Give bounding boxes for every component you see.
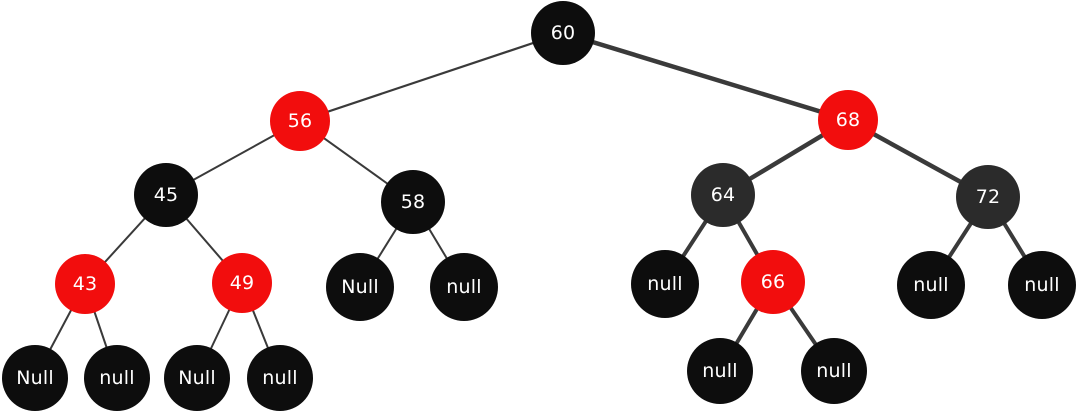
tree-node-label: Null [178,366,216,389]
tree-node-label: null [262,366,298,389]
tree-node-label: 60 [550,21,576,44]
tree-node-label: null [647,272,683,295]
tree-node-label: 68 [835,108,861,131]
tree-node-label: 64 [710,183,736,206]
tree-node-null[interactable]: null [687,338,753,404]
tree-node-null[interactable]: null [84,345,150,411]
tree-node-49[interactable]: 49 [212,253,272,313]
tree-node-label: 58 [400,190,426,213]
tree-node-56[interactable]: 56 [270,91,330,151]
tree-node-null[interactable]: null [631,250,699,318]
tree-node-label: Null [16,366,54,389]
tree-node-58[interactable]: 58 [381,170,445,234]
tree-node-label: 49 [229,271,255,294]
tree-node-label: null [913,273,949,296]
tree-node-label: null [816,359,852,382]
tree-node-label: 72 [975,185,1001,208]
tree-node-label: 43 [72,272,98,295]
tree-node-43[interactable]: 43 [55,254,115,314]
tree-node-68[interactable]: 68 [818,90,878,150]
tree-node-null[interactable]: Null [2,345,68,411]
tree-node-label: 45 [153,183,179,206]
tree-node-60[interactable]: 60 [531,1,595,65]
tree-node-null[interactable]: null [430,253,498,321]
tree-node-label: 56 [287,109,313,132]
tree-node-label: null [99,366,135,389]
tree-node-label: null [446,275,482,298]
tree-node-label: 66 [760,270,786,293]
tree-edge [298,31,565,123]
tree-node-null[interactable]: null [1008,251,1076,319]
tree-node-label: null [702,359,738,382]
tree-node-null[interactable]: null [247,345,313,411]
tree-node-null[interactable]: null [801,338,867,404]
tree-edge [560,30,851,123]
tree-node-label: Null [341,275,379,298]
tree-node-64[interactable]: 64 [691,163,755,227]
tree-node-66[interactable]: 66 [741,250,805,314]
tree-node-label: null [1024,273,1060,296]
tree-node-45[interactable]: 45 [134,163,198,227]
tree-node-72[interactable]: 72 [956,165,1020,229]
tree-node-null[interactable]: Null [326,253,394,321]
tree-node-null[interactable]: null [897,251,965,319]
tree-node-null[interactable]: Null [164,345,230,411]
